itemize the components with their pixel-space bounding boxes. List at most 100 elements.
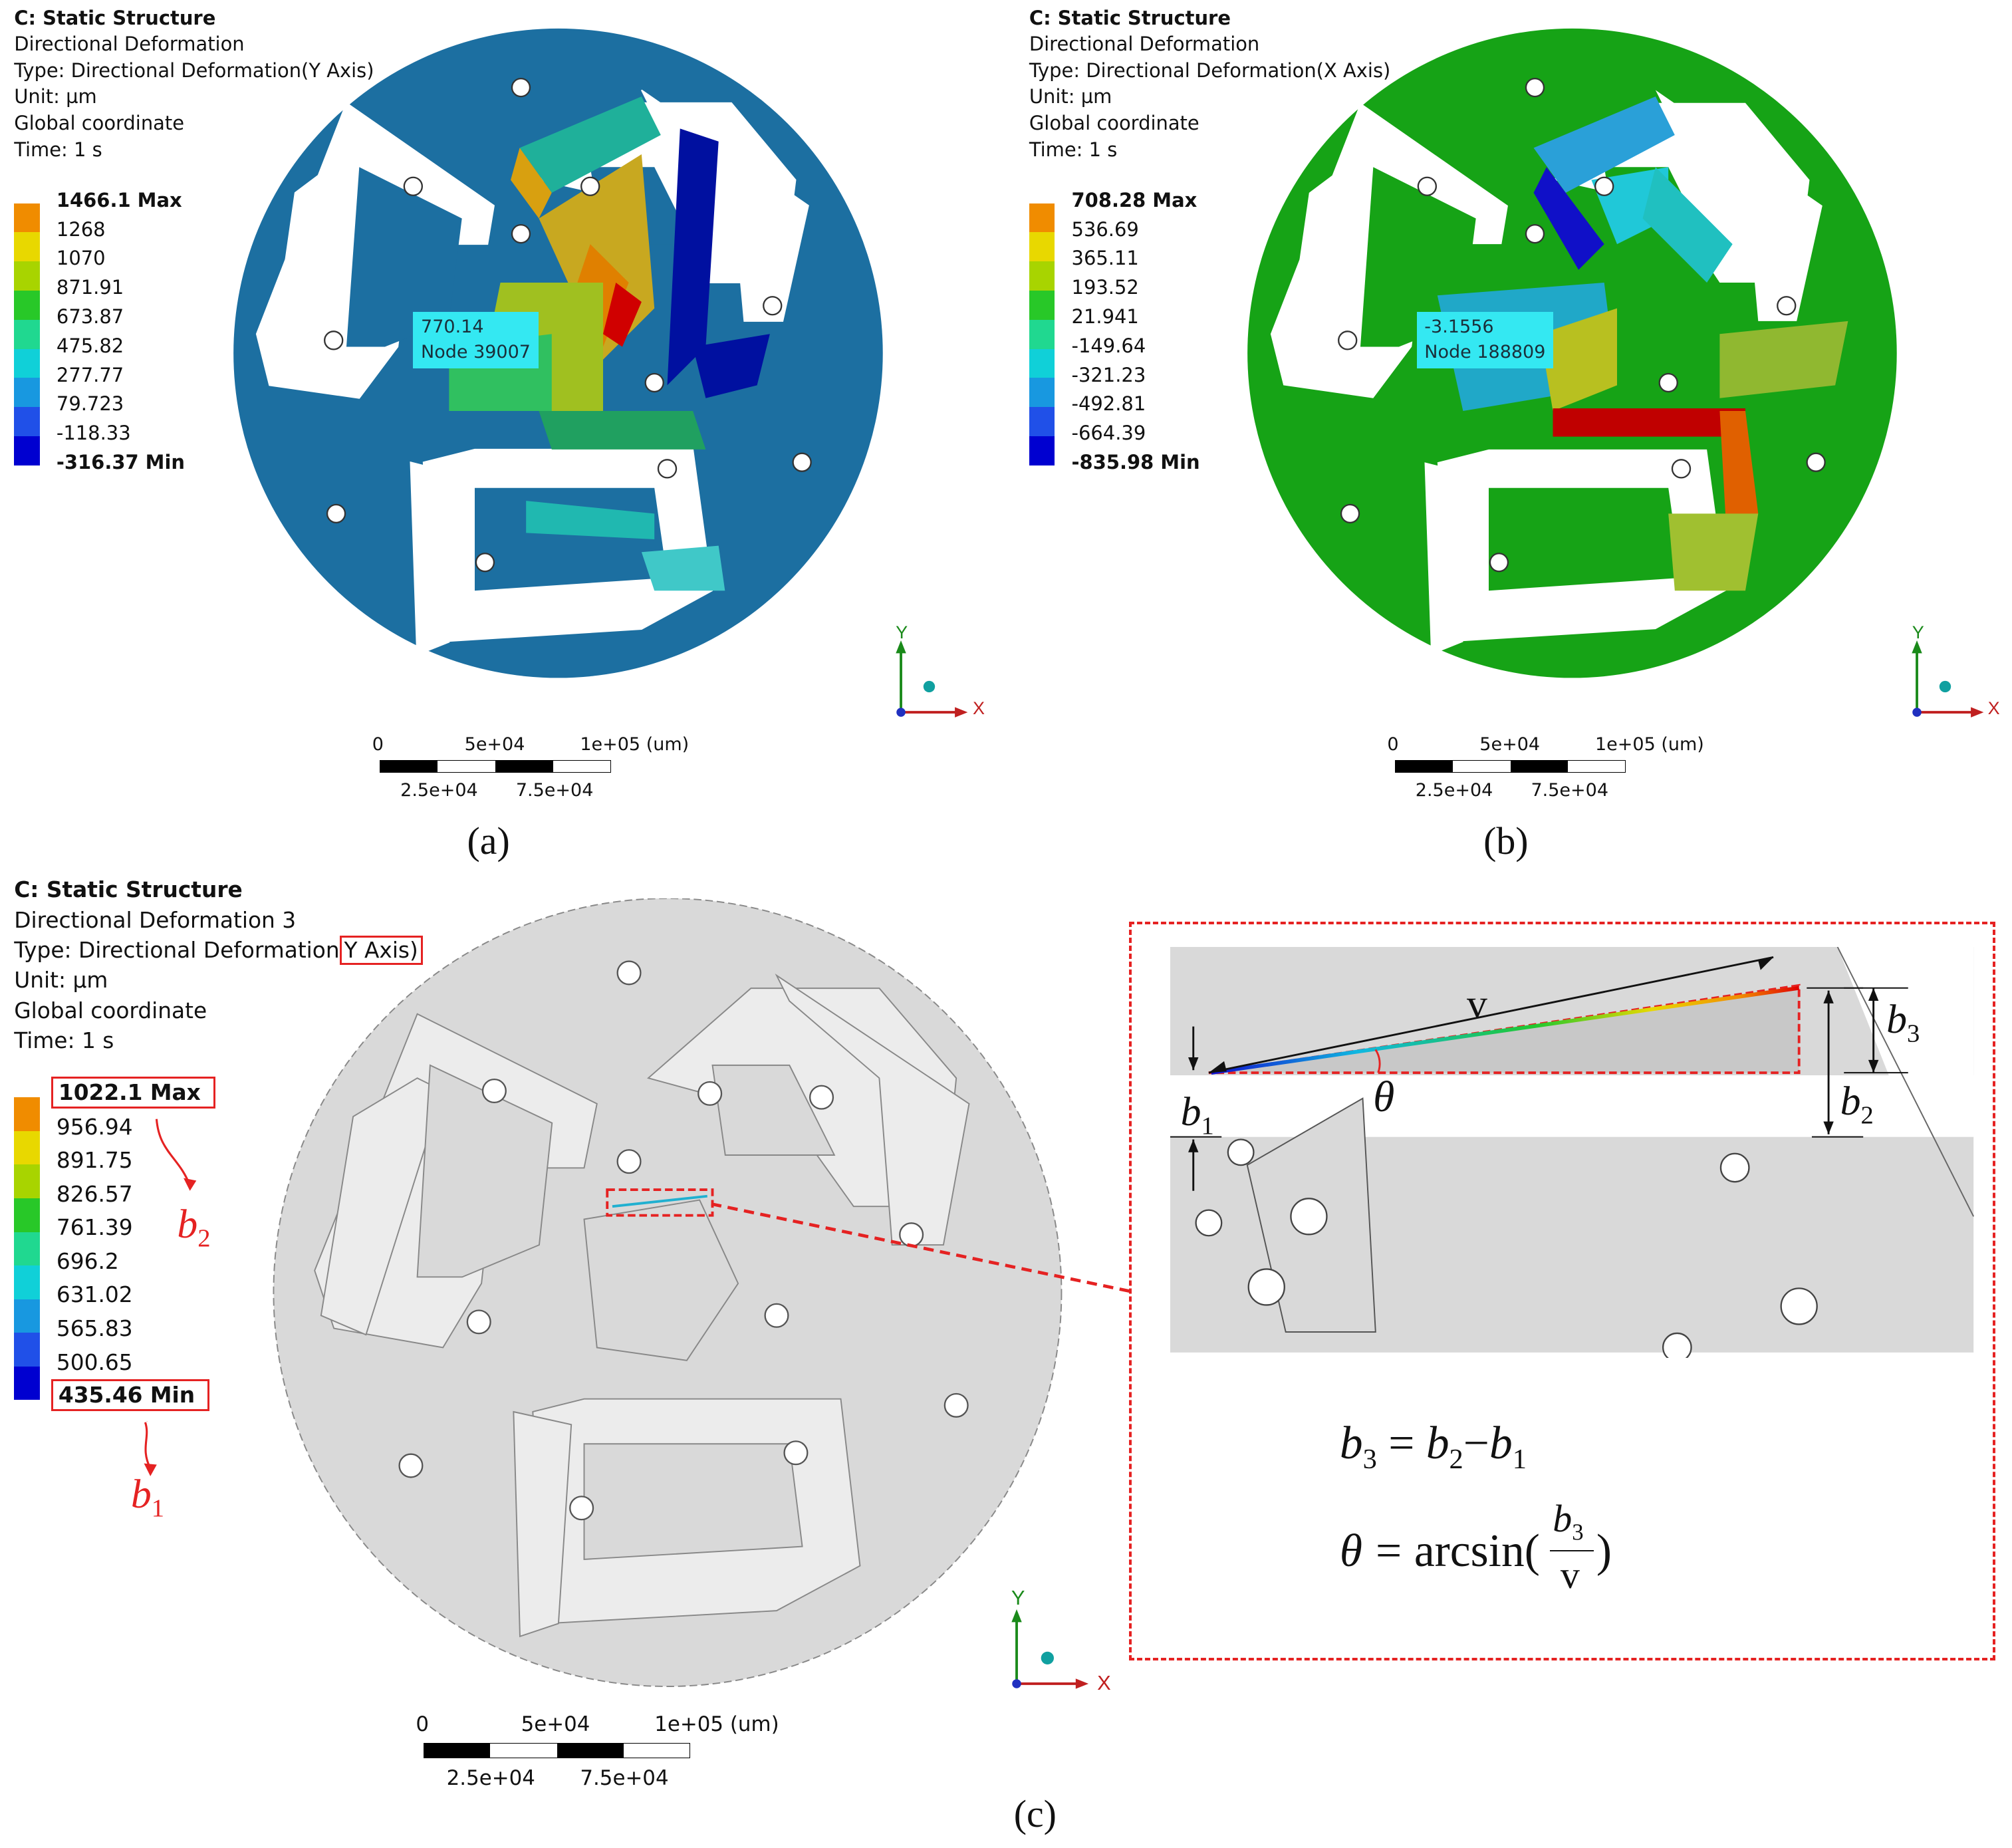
legend-swatch: [1029, 436, 1055, 465]
scale-label-1e5: 1e+05 (um): [654, 1712, 779, 1736]
eq2-denominator: v: [1560, 1553, 1580, 1597]
panel-a-header: C: Static Structure Directional Deformat…: [14, 5, 374, 163]
eq1-equals: =: [1388, 1417, 1415, 1469]
legend-label: -118.33: [56, 422, 131, 445]
legend-label: -321.23: [1071, 363, 1146, 386]
panel-c-title: C: Static Structure: [14, 877, 243, 903]
eq2-close-paren: ): [1596, 1525, 1612, 1577]
scale-label-0: 0: [372, 733, 384, 755]
eq1-r2: b: [1489, 1417, 1513, 1469]
legend-swatch: [14, 1366, 40, 1400]
scale-label-5e4: 5e+04: [521, 1712, 590, 1736]
zoom-v-dimension: [1208, 956, 1774, 1074]
eq1-r1-sub: 2: [1449, 1443, 1463, 1475]
legend-label: 1268: [56, 217, 106, 241]
scale-label-2-5e4: 2.5e+04: [400, 780, 478, 801]
b2-symbol: b: [177, 1202, 198, 1248]
scale-label-2-5e4: 2.5e+04: [1415, 780, 1493, 801]
legend-label: 871.91: [56, 276, 124, 299]
legend-swatch: [14, 1333, 40, 1367]
legend-label: 891.75: [56, 1148, 133, 1174]
legend-swatch: [1029, 232, 1055, 262]
legend-swatch: [1029, 407, 1055, 437]
panel-b-header: C: Static Structure Directional Deformat…: [1029, 5, 1390, 163]
legend-swatch: [14, 1232, 40, 1266]
legend-swatch: [1029, 291, 1055, 320]
legend-swatch: [14, 232, 40, 262]
legend-label: 475.82: [56, 334, 124, 357]
legend-swatch: [14, 1130, 40, 1165]
panel-b-model: [1247, 28, 1897, 678]
panel-b-probe: -3.1556 Node 188809: [1416, 311, 1553, 368]
panel-c-label: (c): [1013, 1792, 1057, 1836]
b2-arrow: [155, 1119, 191, 1186]
legend-label: 1022.1 Max: [51, 1077, 216, 1109]
panel-c-annotation-arrows: [146, 1119, 197, 1422]
legend-label: 673.87: [56, 305, 124, 328]
legend-swatch: [14, 1164, 40, 1199]
zoom-b1-symbol: b: [1180, 1089, 1201, 1134]
panel-c-header: C: Static Structure Directional Deformat…: [14, 875, 423, 1056]
legend-swatch: [14, 203, 40, 233]
zoom-b2-label: b2: [1840, 1078, 1874, 1130]
scale-label-1e5: 1e+05 (um): [580, 733, 690, 755]
panel-a-holes: [324, 77, 812, 572]
panel-a-label: (a): [467, 819, 510, 863]
panel-c-scalebar: 0 5e+04 1e+05 (um) 2.5e+04 7.5e+04: [416, 1712, 801, 1802]
zoom-b3-symbol: b: [1886, 996, 1907, 1042]
legend-swatch: [1029, 261, 1055, 291]
legend-swatch: [14, 436, 40, 465]
panel-a-result-name: Directional Deformation: [14, 33, 245, 56]
eq2-num-sub: 3: [1572, 1519, 1584, 1545]
panel-a-probe-node: Node 39007: [421, 342, 531, 363]
panel-c-b1-arrow: [144, 1421, 157, 1476]
legend-label: -149.64: [1071, 334, 1146, 357]
legend-swatch: [14, 291, 40, 320]
panel-c-holes: [398, 960, 969, 1521]
panel-b-time: Time: 1 s: [1029, 138, 1118, 161]
b1-symbol: b: [130, 1471, 152, 1517]
panel-c-zoom-detail: [1170, 947, 1975, 1358]
b1-subscript: 1: [151, 1494, 165, 1523]
zoom-b2-subscript: 2: [1860, 1101, 1874, 1130]
zoom-v-label: v: [1466, 981, 1487, 1027]
panel-b-type: Type: Directional Deformation(X Axis): [1029, 59, 1391, 82]
panel-c-y-label: Y: [1011, 1586, 1025, 1610]
panel-c-zoom-connector: [710, 1202, 1130, 1293]
scale-label-2-5e4: 2.5e+04: [446, 1766, 535, 1790]
legend-label: -664.39: [1071, 422, 1146, 445]
legend-swatch: [14, 1299, 40, 1333]
legend-label: 631.02: [56, 1282, 133, 1308]
panel-c-result-name: Directional Deformation 3: [14, 907, 297, 933]
equation-theta: θ = arcsin( b3 v ): [1340, 1497, 1674, 1617]
panel-a-scalebar: 0 5e+04 1e+05 (um) 2.5e+04 7.5e+04: [372, 734, 757, 811]
panel-b-label: (b): [1483, 819, 1529, 863]
eq2-num-symbol: b: [1553, 1497, 1572, 1541]
zoom-b3-subscript: 3: [1906, 1019, 1920, 1048]
scale-label-7-5e4: 7.5e+04: [515, 780, 594, 801]
panel-c-b1-annotation: b1: [131, 1471, 164, 1523]
panel-c-unit: Unit: µm: [14, 968, 108, 993]
panel-b-coordinate: Global coordinate: [1029, 111, 1199, 134]
panel-b-result-name: Directional Deformation: [1029, 33, 1260, 56]
legend-swatch: [1029, 378, 1055, 408]
scale-label-5e4: 5e+04: [1479, 733, 1541, 755]
legend-label: 696.2: [56, 1248, 119, 1274]
panel-a-title: C: Static Structure: [14, 6, 216, 29]
legend-label: 500.65: [56, 1349, 133, 1375]
panel-a-probe: 770.14 Node 39007: [413, 311, 539, 368]
panel-c-model: [273, 898, 1062, 1687]
panel-a-deformation-field: [449, 96, 770, 591]
legend-label: 435.46 Min: [51, 1379, 210, 1412]
zoom-theta-label: θ: [1373, 1073, 1395, 1122]
zoom-b3-label: b3: [1886, 996, 1920, 1048]
eq1-r2-sub: 1: [1512, 1443, 1527, 1475]
panel-a-type: Type: Directional Deformation(Y Axis): [14, 59, 374, 82]
panel-c-coordinate: Global coordinate: [14, 997, 207, 1023]
legend-swatch: [14, 378, 40, 408]
panel-b-probe-value: -3.1556: [1424, 316, 1494, 337]
panel-b-probe-node: Node 188809: [1424, 342, 1546, 363]
panel-c-time: Time: 1 s: [14, 1028, 114, 1054]
panel-c-inner-parts: [416, 1064, 836, 1560]
